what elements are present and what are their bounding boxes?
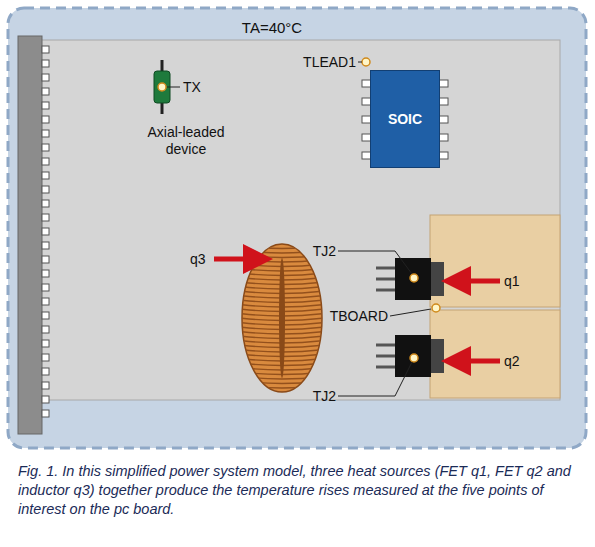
heat-source-label: q2 [504,353,520,369]
fet-transistor [376,258,444,300]
connector-pin [42,284,49,291]
point-label: TLEAD1 [303,54,356,70]
connector-pin [42,116,49,123]
connector-pin [42,298,49,305]
connector-pin [42,74,49,81]
heat-arrow [214,257,258,262]
connector-pins [42,46,49,417]
leader-line [338,251,412,274]
point-label: TBOARD [330,308,388,324]
soic-chip: SOIC [370,70,440,168]
device-name: Axial-leaded device [136,124,236,158]
figure-caption: Fig. 1. In this simplified power system … [18,462,583,519]
connector-pin [42,214,49,221]
fet-transistor [376,335,444,377]
connector-pin [42,312,49,319]
heat-arrow [456,359,500,364]
coil-winding [240,386,324,389]
coil-windings [240,246,324,393]
connector-pin [42,354,49,361]
point-label: TX [183,79,201,95]
coil-winding [240,390,324,393]
connector-pin [42,228,49,235]
coil-winding [240,246,324,249]
connector-pin [42,186,49,193]
leader-line [338,362,412,396]
connector-pin [42,144,49,151]
connector-pin [42,368,49,375]
connector-pin [42,242,49,249]
chip-pin [439,152,448,159]
connector-pin [42,130,49,137]
chip-label: SOIC [388,111,422,127]
leader-line [390,309,431,316]
coil-winding [240,381,324,384]
chip-pin [439,134,448,141]
connector-pin [42,172,49,179]
connector-pin [42,340,49,347]
connector-pin [42,396,49,403]
copper-pad [430,310,560,398]
connector-pin [42,60,49,67]
copper-pad [430,215,560,307]
ambient-temp: TA=40°C [242,20,302,36]
measure-point [158,83,166,91]
connector-pin [42,382,49,389]
connector-pin [42,200,49,207]
connector-pin [42,270,49,277]
measure-point [362,58,370,66]
leader-line [358,62,362,63]
ambient-region [8,8,586,448]
connector-pin [42,256,49,263]
toroid-inductor [242,244,322,392]
connector-pin [42,410,49,417]
coil-winding [240,251,324,254]
connector-pin [42,158,49,165]
connector-pin [42,46,49,53]
point-label: TJ2 [313,243,336,259]
measure-point [410,274,418,282]
chip-pin [439,80,448,87]
chip-pin [439,116,448,123]
point-label: TJ2 [313,388,336,404]
measure-point [432,304,440,312]
pc-board [22,40,560,400]
connector-pin [42,102,49,109]
connector-pin [42,88,49,95]
heat-arrow [456,279,500,284]
connector-pin [42,326,49,333]
heat-source-label: q1 [504,273,520,289]
toroid-core [279,258,285,378]
edge-connector [18,36,42,434]
leader-line [167,87,180,88]
heat-source-label: q3 [190,251,206,267]
chip-pin [439,98,448,105]
measure-point [410,354,418,362]
